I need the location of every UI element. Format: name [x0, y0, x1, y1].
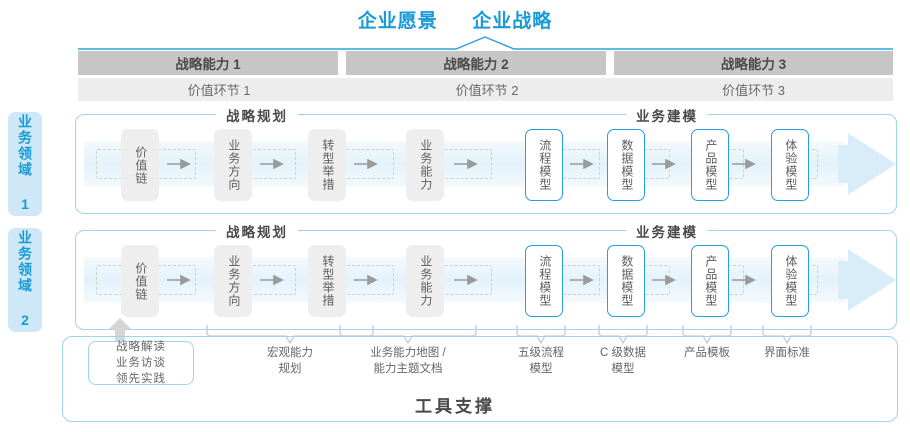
node-1-6[interactable]: 数据模型	[607, 129, 645, 201]
tool-label-2-line-1: 业务能力地图 /	[370, 347, 446, 359]
tool-pill-strategy-interpretation[interactable]: 战略解读 业务访谈 领先实践	[88, 341, 194, 385]
bracket-data-model	[598, 325, 648, 344]
node-1-5[interactable]: 流程模型	[525, 129, 563, 201]
tool-label-1-line-1: 宏观能力	[267, 347, 313, 359]
node-1-8-label: 体验模型	[783, 139, 798, 191]
tool-support-container	[62, 336, 898, 422]
node-1-1[interactable]: 价值链	[121, 129, 159, 201]
node-1-5-label: 流程模型	[537, 139, 552, 191]
domain-tab-1[interactable]: 业务领域 1	[8, 112, 42, 216]
node-2-4-label: 业务能力	[418, 255, 433, 307]
node-1-8[interactable]: 体验模型	[771, 129, 809, 201]
domain-tab-2-label: 业务领域 2	[17, 230, 33, 330]
value-stage-1[interactable]: 价值环节 1	[78, 78, 360, 101]
tool-label-3-line-2: 模型	[529, 362, 553, 375]
node-2-7[interactable]: 产品模型	[691, 245, 729, 317]
tool-label-6-line-1: 界面标准	[764, 347, 810, 359]
flow-arrow-1-5	[570, 159, 594, 169]
flow-arrow-1-7	[732, 159, 756, 169]
tool-label-product-template: 产品模板	[647, 346, 767, 362]
node-2-2-label: 业务方向	[226, 255, 241, 307]
tool-label-3-line-1: 五级流程	[518, 347, 564, 359]
flow-arrow-1-6	[652, 159, 676, 169]
tool-label-4-line-1: C 级数据	[600, 347, 646, 359]
capability-bar-2[interactable]: 战略能力 2	[346, 51, 606, 75]
flow-band-arrowhead-2	[838, 249, 896, 311]
flow-arrow-2-2	[260, 275, 284, 285]
tool-pill-line-1: 战略解读	[116, 340, 166, 353]
capability-bar-1[interactable]: 战略能力 1	[78, 51, 338, 75]
diagram-title: 企业愿景 企业战略	[0, 6, 910, 33]
flow-arrow-2-7	[732, 275, 756, 285]
node-2-4[interactable]: 业务能力	[406, 245, 444, 317]
bracket-ui-standard	[762, 325, 812, 344]
node-1-4[interactable]: 业务能力	[406, 129, 444, 201]
node-2-5[interactable]: 流程模型	[525, 245, 563, 317]
tool-to-valuechain-arrow	[109, 318, 131, 344]
tool-label-4-line-2: 模型	[611, 362, 635, 375]
section-label-1-1: 战略规划	[216, 105, 298, 125]
section-label-2-2: 业务建模	[626, 221, 708, 241]
tool-pill-line-2: 业务访谈	[116, 356, 166, 369]
tool-label-5-line-1: 产品模板	[684, 347, 730, 359]
tool-label-ui-standard: 界面标准	[727, 346, 847, 362]
domain-row-1: 战略规划 业务建模 价值链 业务方向 转型举措 业务能力 流程模型 数据模型 产…	[75, 105, 897, 214]
node-2-3[interactable]: 转型举措	[308, 245, 346, 317]
flow-arrow-1-1	[167, 159, 191, 169]
flow-arrow-2-4	[454, 275, 478, 285]
node-2-6-label: 数据模型	[619, 255, 634, 307]
node-1-6-label: 数据模型	[619, 139, 634, 191]
tool-label-2-line-2: 能力主题文档	[373, 362, 443, 375]
capability-bar-3[interactable]: 战略能力 3	[614, 51, 893, 75]
tool-label-capability-map: 业务能力地图 / 能力主题文档	[348, 346, 468, 377]
section-label-1-2: 业务建模	[626, 105, 708, 125]
flow-arrow-2-3	[354, 275, 378, 285]
node-2-1[interactable]: 价值链	[121, 245, 159, 317]
flow-arrow-2-5	[570, 275, 594, 285]
tool-label-1-line-2: 规划	[278, 362, 302, 375]
flow-arrow-1-4	[454, 159, 478, 169]
bracket-process-model	[516, 325, 566, 344]
node-2-6[interactable]: 数据模型	[607, 245, 645, 317]
bracket-product-template	[682, 325, 732, 344]
flow-arrow-2-1	[167, 275, 191, 285]
title-vision: 企业愿景	[357, 11, 438, 32]
node-1-2-label: 业务方向	[226, 139, 241, 191]
node-1-7[interactable]: 产品模型	[691, 129, 729, 201]
bracket-macro-capability	[206, 325, 374, 344]
bracket-capability-map	[339, 325, 477, 344]
flow-arrow-1-3	[354, 159, 378, 169]
tool-label-data-model: C 级数据 模型	[563, 346, 683, 377]
domain-tab-1-label: 业务领域 1	[17, 114, 33, 214]
title-strategy: 企业战略	[472, 11, 553, 32]
node-2-3-label: 转型举措	[320, 255, 335, 307]
flow-arrow-2-6	[652, 275, 676, 285]
node-1-1-label: 价值链	[133, 145, 148, 185]
value-stage-3[interactable]: 价值环节 3	[614, 78, 893, 101]
node-1-2[interactable]: 业务方向	[214, 129, 252, 201]
node-2-1-label: 价值链	[133, 261, 148, 301]
tool-pill-line-3: 领先实践	[116, 373, 166, 386]
node-1-7-label: 产品模型	[703, 139, 718, 191]
tool-support-title: 工具支撑	[415, 397, 495, 416]
node-2-2[interactable]: 业务方向	[214, 245, 252, 317]
node-1-3-label: 转型举措	[320, 139, 335, 191]
domain-row-2: 战略规划 业务建模 价值链 业务方向 转型举措 业务能力 流程模型 数据模型 产…	[75, 221, 897, 330]
tool-label-process-model: 五级流程 模型	[481, 346, 601, 377]
tool-label-macro-capability: 宏观能力 规划	[230, 346, 350, 377]
section-label-2-1: 战略规划	[216, 221, 298, 241]
node-1-4-label: 业务能力	[418, 139, 433, 191]
value-stage-2[interactable]: 价值环节 2	[346, 78, 628, 101]
title-peak-connector	[78, 36, 893, 50]
domain-tab-2[interactable]: 业务领域 2	[8, 228, 42, 332]
flow-band-arrowhead-1	[838, 133, 896, 195]
flow-arrow-1-2	[260, 159, 284, 169]
node-2-8[interactable]: 体验模型	[771, 245, 809, 317]
node-1-3[interactable]: 转型举措	[308, 129, 346, 201]
node-2-7-label: 产品模型	[703, 255, 718, 307]
node-2-5-label: 流程模型	[537, 255, 552, 307]
node-2-8-label: 体验模型	[783, 255, 798, 307]
